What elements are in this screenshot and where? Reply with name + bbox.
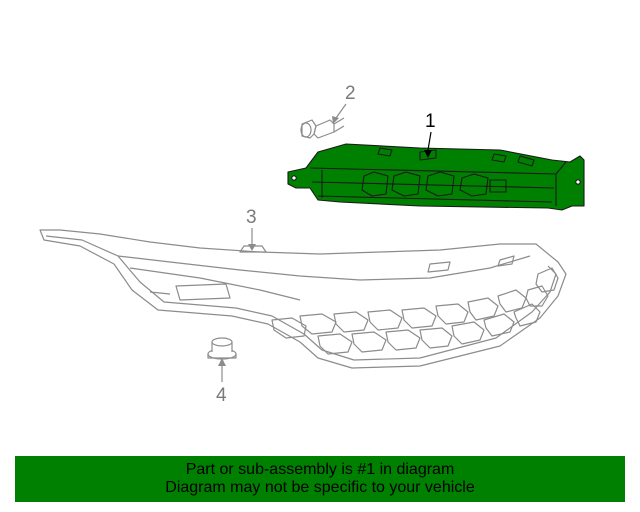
leader-arrowheads (218, 116, 432, 366)
callout-number-3: 3 (246, 207, 257, 228)
callout-number-2: 2 (345, 83, 356, 104)
callout-number-1: 1 (425, 111, 436, 132)
leader-line-2 (335, 103, 347, 119)
arrowhead-3 (248, 244, 256, 251)
banner-background (15, 456, 625, 502)
part-2-bolt (300, 117, 345, 139)
part-4-retainer-clip (207, 337, 237, 360)
part-info-banner: Part or sub-assembly is #1 in diagram Di… (15, 456, 625, 502)
arrowhead-2 (332, 116, 339, 124)
part-1-fog-lamp-assembly (287, 143, 585, 211)
banner-line-disclaimer: Diagram may not be specific to your vehi… (165, 479, 475, 496)
banner-line-part-number: Part or sub-assembly is #1 in diagram (185, 461, 455, 478)
arrowhead-1 (424, 150, 432, 158)
leader-line-1 (427, 131, 432, 151)
leader-lines (221, 103, 432, 382)
part-3-grille-bezel (39, 229, 567, 369)
callout-number-4: 4 (216, 385, 227, 406)
arrowhead-4 (218, 358, 226, 366)
